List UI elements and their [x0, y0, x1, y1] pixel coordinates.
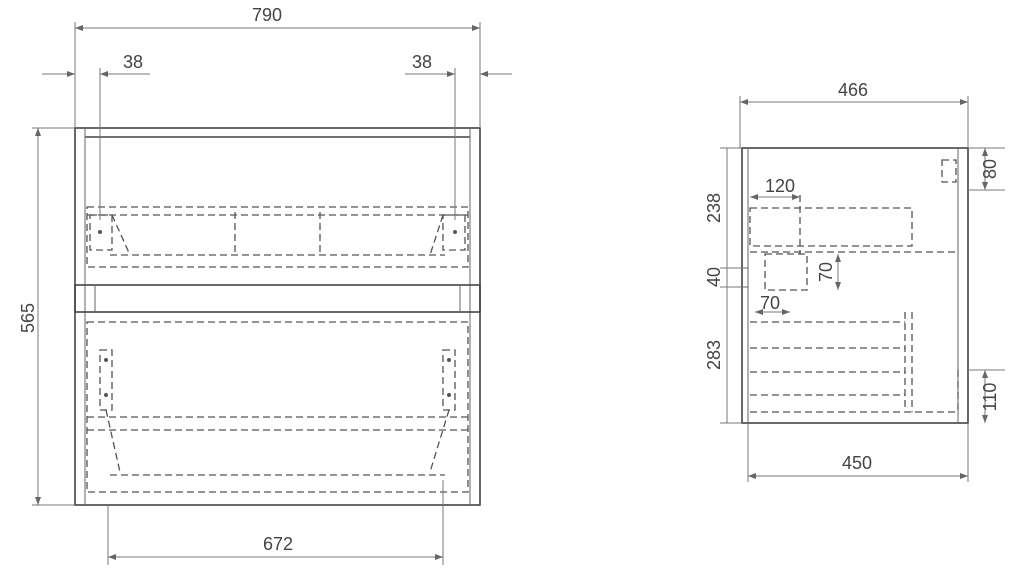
dimension-inner-details: 120 70 70: [750, 176, 841, 315]
svg-text:672: 672: [263, 534, 293, 554]
dimension-inner-width: 672: [107, 480, 444, 565]
dimension-height: 565: [18, 127, 75, 506]
front-view: 790 38 38 565 672: [18, 5, 512, 565]
svg-text:790: 790: [252, 5, 282, 25]
side-hidden-lines: [749, 159, 959, 413]
dimension-depth-top: 466: [739, 80, 969, 148]
dimension-width: 790: [74, 5, 481, 128]
svg-text:38: 38: [412, 52, 432, 72]
upper-drawer-hidden-lines: [86, 206, 469, 268]
dimension-offset-right: 38: [405, 52, 512, 220]
svg-text:40: 40: [704, 267, 724, 287]
side-outline: [741, 147, 969, 424]
svg-text:450: 450: [842, 453, 872, 473]
svg-text:80: 80: [980, 159, 1000, 179]
svg-text:70: 70: [760, 293, 780, 313]
dimension-depth-bottom: 450: [747, 423, 969, 482]
dimension-right-heights: 80 110: [968, 147, 1005, 423]
svg-text:565: 565: [18, 303, 38, 333]
lower-drawer-hidden-lines: [86, 321, 469, 493]
svg-text:110: 110: [980, 383, 1000, 412]
svg-text:238: 238: [704, 193, 724, 223]
middle-rail: [74, 284, 481, 313]
cabinet-outline: [74, 127, 481, 506]
svg-text:283: 283: [704, 340, 724, 370]
svg-text:38: 38: [123, 52, 143, 72]
dimension-left-heights: 238 40 283: [704, 147, 742, 424]
svg-text:466: 466: [838, 80, 868, 100]
svg-text:120: 120: [765, 176, 795, 196]
side-view: 466 450 238 40 283 80 110: [704, 80, 1005, 482]
svg-text:70: 70: [816, 262, 836, 282]
dimension-offset-left: 38: [42, 52, 150, 220]
